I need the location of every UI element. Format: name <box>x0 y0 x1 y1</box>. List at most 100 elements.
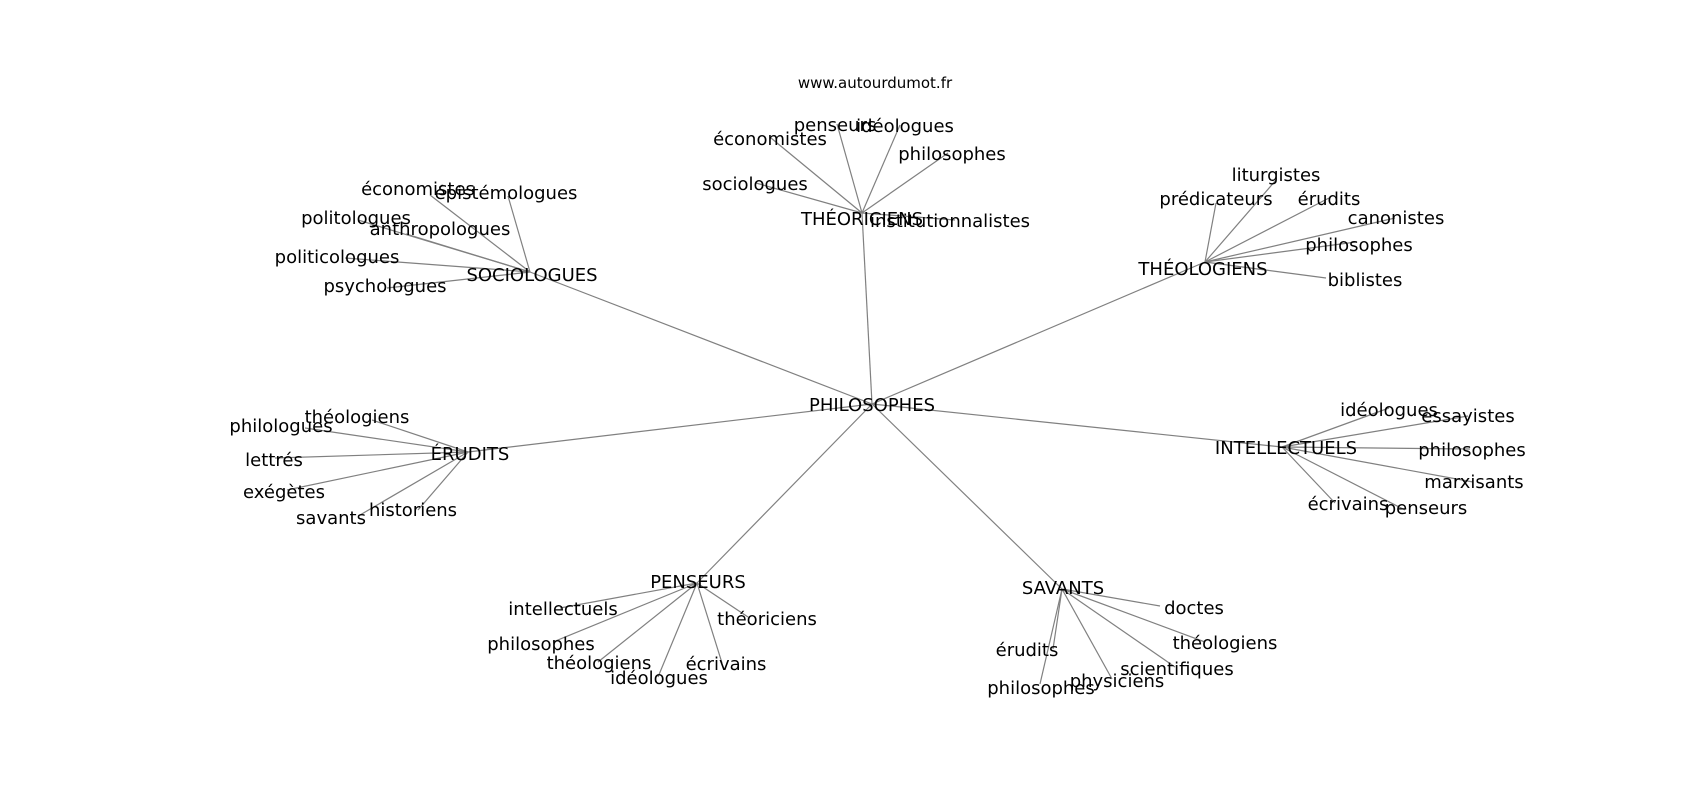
leaf-label-theoriciens-0: penseurs <box>794 115 877 136</box>
leaf-label-sociologues-1: épistémologues <box>435 183 578 204</box>
edge-sociologues-leaf-5 <box>386 271 531 289</box>
leaf-label-intellectuels-1: essayistes <box>1421 406 1514 427</box>
leaf-label-erudits-1: philologues <box>229 416 332 437</box>
leaf-label-penseurs-0: intellectuels <box>508 599 617 620</box>
edge-penseurs-leaf-2 <box>552 582 698 643</box>
leaf-label-theologiens-0: liturgistes <box>1232 165 1321 186</box>
edge-penseurs-leaf-4 <box>696 582 723 664</box>
edge-savants-leaf-5 <box>1039 588 1063 685</box>
edge-intellectuels-leaf-2 <box>1281 446 1471 450</box>
leaf-label-savants-5: philosophes <box>987 678 1095 699</box>
leaf-label-savants-4: physiciens <box>1070 671 1165 692</box>
leaf-label-penseurs-4: écrivains <box>686 654 767 675</box>
edge-sociologues-leaf-0 <box>429 194 531 273</box>
edge-center-theologiens <box>871 261 1206 405</box>
edge-center-sociologues <box>529 271 873 405</box>
edge-savants-leaf-4 <box>1061 588 1113 680</box>
cluster-label-penseurs: PENSEURS <box>650 572 746 593</box>
source-url: www.autourdumot.fr <box>798 74 953 92</box>
cluster-label-sociologues: SOCIOLOGUES <box>466 265 597 286</box>
edge-erudits-leaf-1 <box>304 427 469 453</box>
leaf-label-erudits-4: historiens <box>369 500 457 521</box>
edge-savants-leaf-2 <box>1052 588 1063 650</box>
edge-erudits-leaf-3 <box>286 451 469 491</box>
leaf-label-theoriciens-2: économistes <box>713 129 827 150</box>
labels-layer: www.autourdumot.fr PHILOSOPHES THÉORICIE… <box>229 74 1525 699</box>
edge-center-theoriciens <box>861 212 873 405</box>
cluster-label-erudits: ÉRUDITS <box>431 443 510 465</box>
leaf-label-theologiens-4: philosophes <box>1305 235 1413 256</box>
edge-theoriciens-leaf-5 <box>861 212 956 221</box>
edge-savants-leaf-3 <box>1061 588 1176 668</box>
edge-penseurs-leaf-3 <box>597 582 698 663</box>
leaf-label-savants-3: scientifiques <box>1120 659 1233 680</box>
cluster-label-intellectuels: INTELLECTUELS <box>1215 438 1357 459</box>
leaf-label-penseurs-3: théologiens <box>547 653 652 674</box>
edge-penseurs-leaf-1 <box>696 582 749 618</box>
edge-center-intellectuels <box>871 403 1283 448</box>
leaf-label-savants-2: érudits <box>996 640 1059 661</box>
cluster-label-savants: SAVANTS <box>1022 578 1104 599</box>
edge-theologiens-leaf-1 <box>1204 202 1217 263</box>
edge-savants-leaf-0 <box>1061 588 1161 607</box>
leaf-label-theologiens-1: prédicateurs <box>1159 189 1272 210</box>
edge-sociologues-leaf-3 <box>405 233 531 273</box>
cluster-label-theoriciens: THÉORICIENS <box>800 208 923 230</box>
center-node-label: PHILOSOPHES <box>809 395 935 416</box>
leaf-label-intellectuels-2: philosophes <box>1418 440 1526 461</box>
edge-theoriciens-leaf-3 <box>861 152 949 214</box>
leaf-label-intellectuels-0: idéologues <box>1340 400 1438 421</box>
edge-intellectuels-leaf-0 <box>1281 407 1390 448</box>
edge-theologiens-leaf-4 <box>1204 241 1357 263</box>
leaf-label-erudits-2: lettrés <box>245 450 303 471</box>
leaf-label-savants-1: théologiens <box>1173 633 1278 654</box>
edge-penseurs-leaf-5 <box>657 582 698 678</box>
edge-erudits-leaf-2 <box>274 451 469 459</box>
edge-savants-leaf-1 <box>1061 588 1206 643</box>
leaf-label-erudits-3: exégètes <box>243 482 325 503</box>
leaf-label-erudits-5: savants <box>296 508 366 529</box>
leaf-label-savants-0: doctes <box>1164 598 1224 619</box>
leaf-label-theologiens-3: canonistes <box>1348 208 1445 229</box>
leaf-label-theoriciens-4: sociologues <box>702 174 808 195</box>
edge-intellectuels-leaf-4 <box>1281 446 1336 504</box>
leaf-label-intellectuels-4: écrivains <box>1308 494 1389 515</box>
edge-theologiens-leaf-3 <box>1204 217 1396 263</box>
leaf-label-theoriciens-3: philosophes <box>898 144 1006 165</box>
edge-center-penseurs <box>696 403 873 584</box>
edge-erudits-leaf-5 <box>359 451 469 516</box>
edge-center-erudits <box>467 403 873 453</box>
edge-erudits-leaf-0 <box>371 419 469 453</box>
leaf-label-theologiens-2: érudits <box>1298 189 1361 210</box>
leaf-label-theoriciens-1: idéologues <box>856 116 954 137</box>
leaf-label-sociologues-0: économistes <box>361 179 475 200</box>
leaf-label-penseurs-5: idéologues <box>610 668 708 689</box>
edge-theoriciens-leaf-4 <box>755 182 863 214</box>
edge-theoriciens-leaf-0 <box>836 123 863 214</box>
leaf-label-theologiens-5: biblistes <box>1328 270 1403 291</box>
leaf-label-sociologues-2: politologues <box>301 208 411 229</box>
leaf-label-penseurs-1: théoriciens <box>717 609 817 630</box>
edge-theoriciens-leaf-2 <box>770 137 863 214</box>
edge-intellectuels-leaf-1 <box>1281 415 1469 448</box>
edge-theologiens-leaf-5 <box>1204 261 1327 279</box>
cluster-label-theologiens: THÉOLOGIENS <box>1137 258 1267 280</box>
edge-intellectuels-leaf-3 <box>1281 446 1474 483</box>
leaf-label-sociologues-4: politicologues <box>275 247 400 268</box>
edge-erudits-leaf-4 <box>417 451 469 511</box>
edge-theologiens-leaf-2 <box>1204 197 1330 263</box>
leaf-label-sociologues-5: psychologues <box>323 276 446 297</box>
leaf-label-intellectuels-3: marxisants <box>1424 472 1523 493</box>
edge-sociologues-leaf-4 <box>344 257 531 273</box>
edge-center-savants <box>871 403 1063 590</box>
edge-sociologues-leaf-1 <box>507 195 531 273</box>
leaf-label-erudits-0: théologiens <box>305 407 410 428</box>
edge-theoriciens-leaf-1 <box>861 124 901 214</box>
edge-theologiens-leaf-0 <box>1204 179 1277 263</box>
leaf-label-sociologues-3: anthropologues <box>370 219 511 240</box>
leaf-label-penseurs-2: philosophes <box>487 634 595 655</box>
leaf-label-intellectuels-5: penseurs <box>1385 498 1468 519</box>
edge-penseurs-leaf-0 <box>559 582 698 609</box>
edge-intellectuels-leaf-5 <box>1281 446 1406 511</box>
